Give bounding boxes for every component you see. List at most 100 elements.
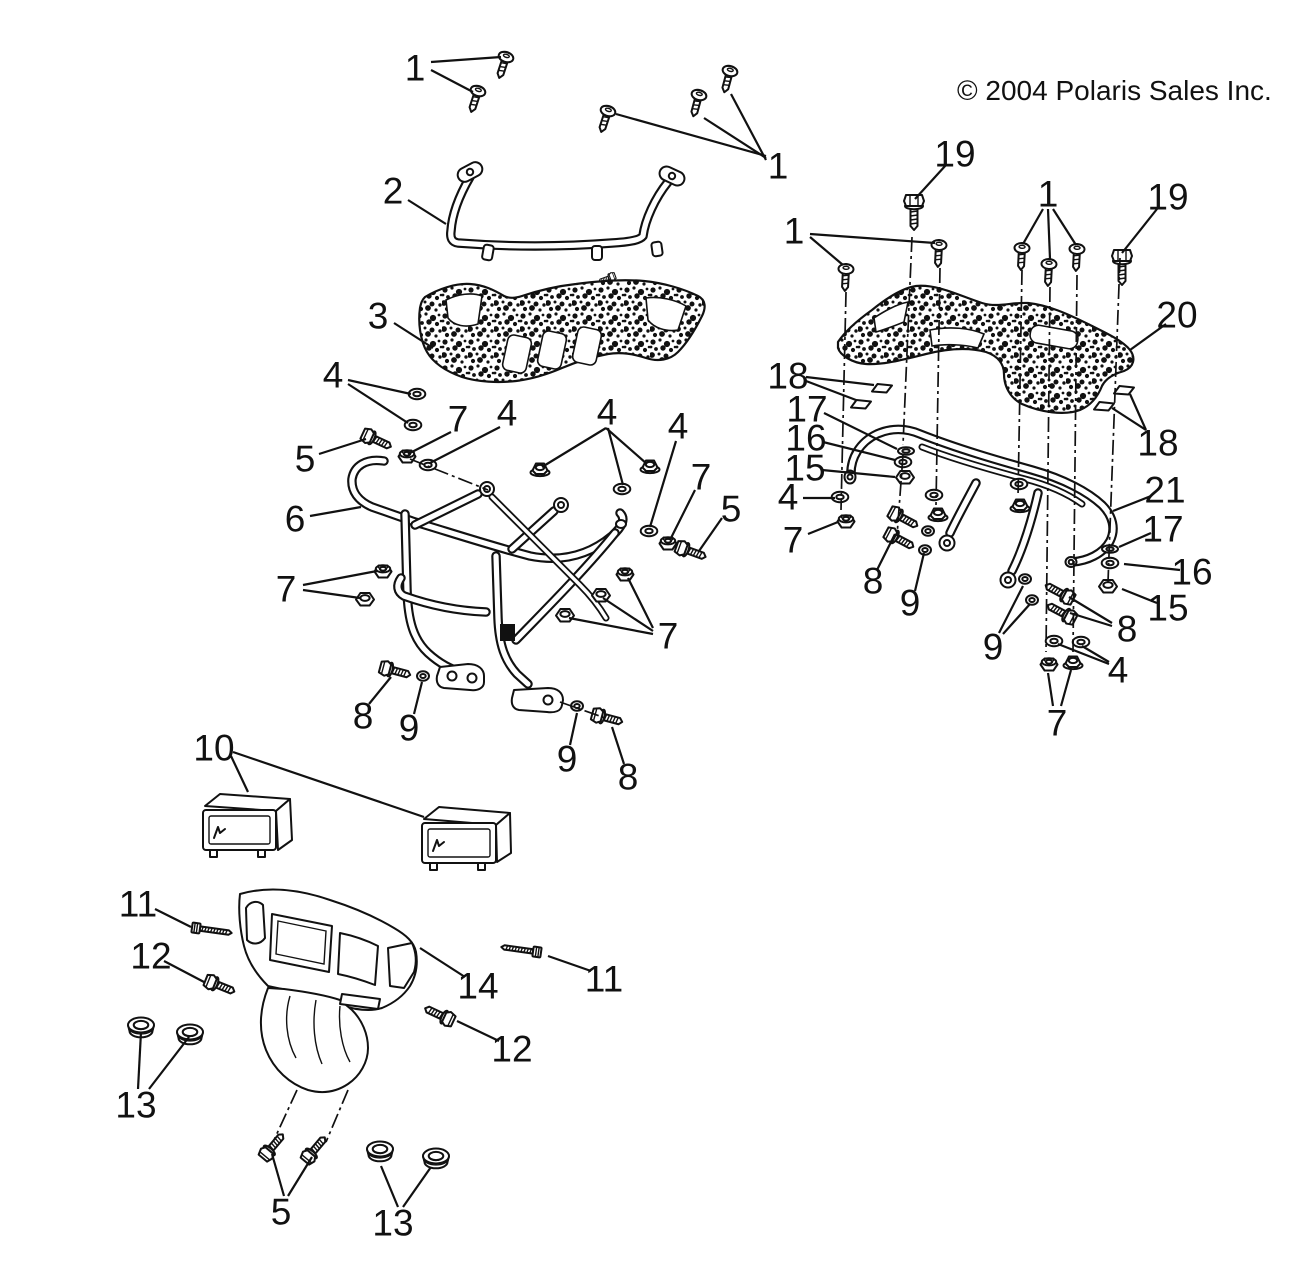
leader-line [419,947,466,978]
callout-label-18-41: 18 [1137,423,1178,464]
leader-line [1022,208,1044,245]
leader-line [568,616,654,636]
nut-icon [1062,655,1084,671]
leader-line [1111,407,1147,431]
leader-line [347,378,412,396]
leader-line [547,954,592,973]
leader-line [1068,596,1113,624]
leader-line [730,93,767,161]
leader-line [407,199,447,225]
leader-line [1057,642,1110,666]
rear-rack-assembly [830,194,1135,672]
leader-line [429,426,501,464]
callout-label-4-6: 4 [497,393,518,434]
callout-label-10-19: 10 [193,728,234,769]
callout-label-4-37: 4 [778,477,799,518]
callout-label-15-36: 15 [784,448,825,489]
leader-line [270,1153,286,1197]
callout-label-11-20: 11 [119,884,157,925]
callout-label-1-30: 1 [1038,174,1059,215]
nut-icon [355,592,375,607]
leader-line [302,569,378,587]
front-rack-assembly [347,48,740,731]
rear-rack-cover-part [836,284,1135,414]
leader-line [430,69,474,93]
bolt-icon [672,538,710,565]
callout-label-1-29: 1 [784,211,805,252]
nut-icon [1009,498,1031,514]
bolt-icon [377,658,414,684]
leader-line [568,712,579,746]
leader-line [1002,603,1031,635]
callout-label-4-8: 4 [668,406,689,447]
assembly-axis-lines [273,236,1121,1143]
leader-line [823,412,898,450]
callout-label-18-33: 18 [767,356,808,397]
callout-label-7-9: 7 [691,457,712,498]
callout-label-7-14: 7 [658,616,679,657]
locknut-icon [836,514,856,529]
leader-line [430,55,502,64]
screw-icon [1039,257,1058,288]
screw-icon [1067,242,1086,273]
callout-label-7-49: 7 [1047,703,1068,744]
nut-icon [555,608,575,623]
callout-label-13-27: 13 [372,1203,413,1244]
callout-label-19-31: 19 [1147,177,1188,218]
pad-icon [1113,385,1135,396]
bolt-icon [201,972,239,1000]
pad-icon [1093,401,1115,412]
callout-label-7-5: 7 [448,399,469,440]
leader-line [1046,208,1052,260]
leader-line [648,440,678,528]
leader-line [807,520,839,536]
washer-icon [1071,635,1091,649]
leader-line [1121,208,1158,254]
callout-label-9-17: 9 [557,739,578,780]
lockwasher-icon [416,670,430,682]
washer-icon [639,524,659,538]
callout-label-1-1: 1 [768,146,789,187]
leader-line [821,468,896,479]
leader-line [913,552,926,592]
leader-line [1059,669,1073,707]
leader-line [136,1031,143,1090]
lockwasher-icon [921,525,935,537]
callout-label-15-45: 15 [1147,588,1188,629]
callout-label-4-4: 4 [323,355,344,396]
leader-line [1069,611,1113,628]
leader-line [309,505,362,518]
locknut-icon [658,536,678,551]
front-frame-part [347,455,628,714]
leader-line [318,437,367,456]
callout-label-8-18: 8 [618,757,639,798]
front-rack-extender-part [446,161,686,286]
leader-line [456,1020,500,1042]
callout-label-5-26: 5 [271,1192,292,1233]
leader-line [822,440,896,462]
leader-line [1129,323,1167,351]
callout-label-11-24: 11 [585,959,623,1000]
nut-icon [639,459,661,475]
callout-label-14-23: 14 [457,966,498,1007]
leader-line [1052,208,1077,246]
callout-label-16-35: 16 [785,418,826,459]
washer-icon [897,446,915,456]
leader-line [669,489,696,541]
screw-icon [491,48,516,82]
nut-icon [927,507,949,523]
leader-line [407,431,452,455]
leader-line [805,379,857,402]
storage-box-left-part [202,793,293,858]
leader-line [627,577,654,629]
leader-line [1121,587,1158,605]
nut-icon [895,470,915,485]
leader-line [703,117,767,159]
leader-line [605,427,648,465]
screw-icon [499,941,543,959]
callout-label-9-47: 9 [983,627,1004,668]
bolt-icon [298,1131,332,1167]
callout-label-6-12: 6 [285,499,306,540]
